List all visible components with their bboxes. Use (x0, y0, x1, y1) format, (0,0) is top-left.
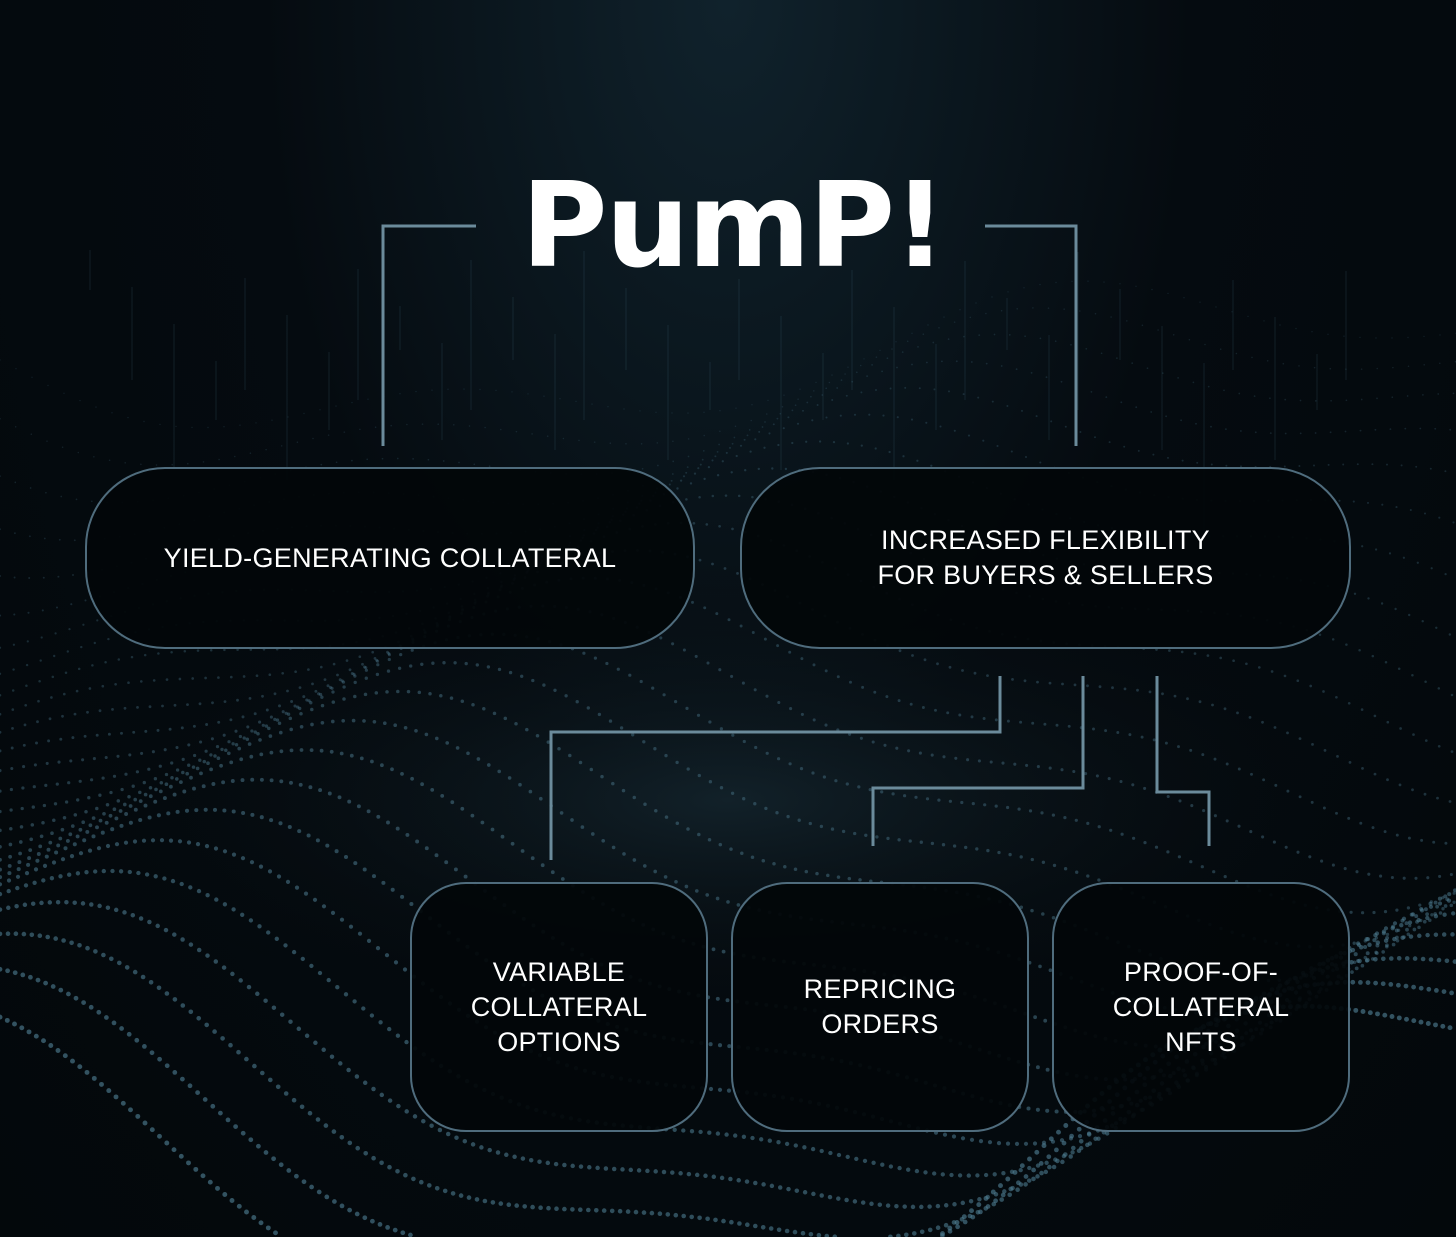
node-label: INCREASED FLEXIBILITY FOR BUYERS & SELLE… (877, 525, 1214, 590)
node-label: YIELD-GENERATING COLLATERAL (163, 542, 617, 573)
connector-flexibility-to-variable (549, 676, 1002, 860)
connector-flexibility-to-proof (1155, 676, 1211, 846)
pump-logo: PumP! (521, 156, 947, 294)
node-label: VARIABLE COLLATERAL OPTIONS (470, 956, 648, 1057)
node-label: REPRICING ORDERS (803, 974, 957, 1039)
node-proof-of-collateral-nfts: PROOF-OF- COLLATERAL NFTS (1052, 882, 1350, 1132)
connector-logo-to-yield (381, 224, 476, 446)
node-increased-flexibility: INCREASED FLEXIBILITY FOR BUYERS & SELLE… (740, 467, 1351, 649)
connector-logo-to-flexibility (985, 224, 1078, 446)
node-repricing-orders: REPRICING ORDERS (731, 882, 1029, 1132)
connector-flexibility-to-repricing (871, 676, 1085, 846)
node-yield-generating-collateral: YIELD-GENERATING COLLATERAL (85, 467, 695, 649)
node-label: PROOF-OF- COLLATERAL NFTS (1112, 956, 1290, 1057)
node-variable-collateral-options: VARIABLE COLLATERAL OPTIONS (410, 882, 708, 1132)
